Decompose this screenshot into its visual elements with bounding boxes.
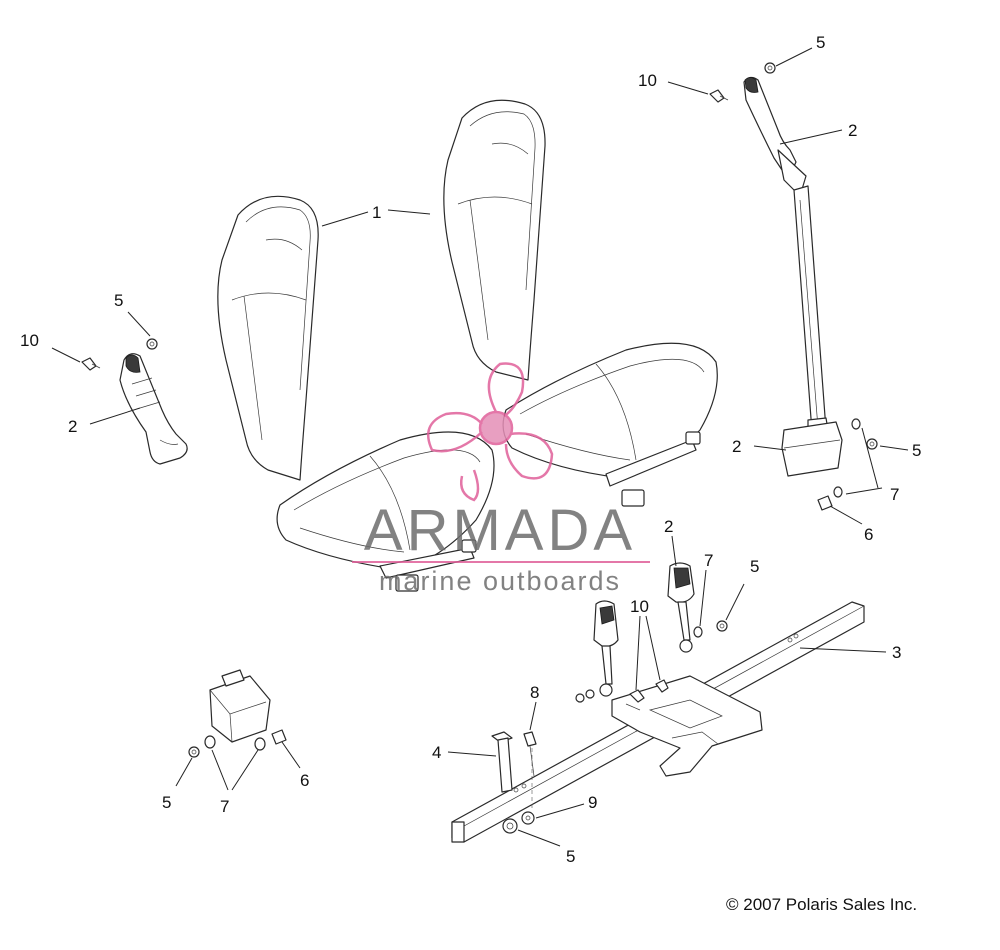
buckle-right: [667, 562, 695, 653]
buckle-left: [593, 600, 619, 697]
callout-5: 5: [114, 291, 123, 310]
watermark-brand: ARMADA: [364, 498, 636, 563]
callout-3: 3: [892, 643, 901, 662]
callout-5: 5: [162, 793, 171, 812]
fasteners: [81, 62, 878, 834]
armada-watermark: ARMADA marine outboards: [352, 362, 650, 596]
callout-7: 7: [220, 797, 229, 816]
seat-right: [443, 99, 718, 507]
mounting-bracket: [611, 675, 763, 777]
callout-7: 7: [704, 551, 713, 570]
leader-lines: [51, 47, 909, 847]
callout-2: 2: [848, 121, 857, 140]
callout-2: 2: [732, 437, 741, 456]
propeller-logo-icon: [427, 362, 554, 502]
callout-5: 5: [566, 847, 575, 866]
copyright-notice: © 2007 Polaris Sales Inc.: [726, 895, 918, 914]
callout-2: 2: [68, 417, 77, 436]
retractor-housing-left: [209, 669, 271, 743]
callout-5: 5: [816, 33, 825, 52]
shoulder-belt-right: [743, 76, 843, 477]
callout-7: 7: [890, 485, 899, 504]
callout-5: 5: [750, 557, 759, 576]
callout-9: 9: [588, 793, 597, 812]
callout-2: 2: [664, 517, 673, 536]
callout-10: 10: [630, 597, 649, 616]
callout-6: 6: [864, 525, 873, 544]
seat-left: [217, 195, 495, 592]
callout-labels: 1 2 2 2 2 3 4 5 5 5 5 5 5 6 6 7 7 7 8 9 …: [20, 33, 921, 866]
callout-1: 1: [372, 203, 381, 222]
callout-5: 5: [912, 441, 921, 460]
belt-retractor-left: [119, 353, 188, 465]
callout-10: 10: [638, 71, 657, 90]
watermark-tagline: marine outboards: [379, 566, 621, 596]
callout-8: 8: [530, 683, 539, 702]
callout-6: 6: [300, 771, 309, 790]
callout-10: 10: [20, 331, 39, 350]
callout-4: 4: [432, 743, 441, 762]
